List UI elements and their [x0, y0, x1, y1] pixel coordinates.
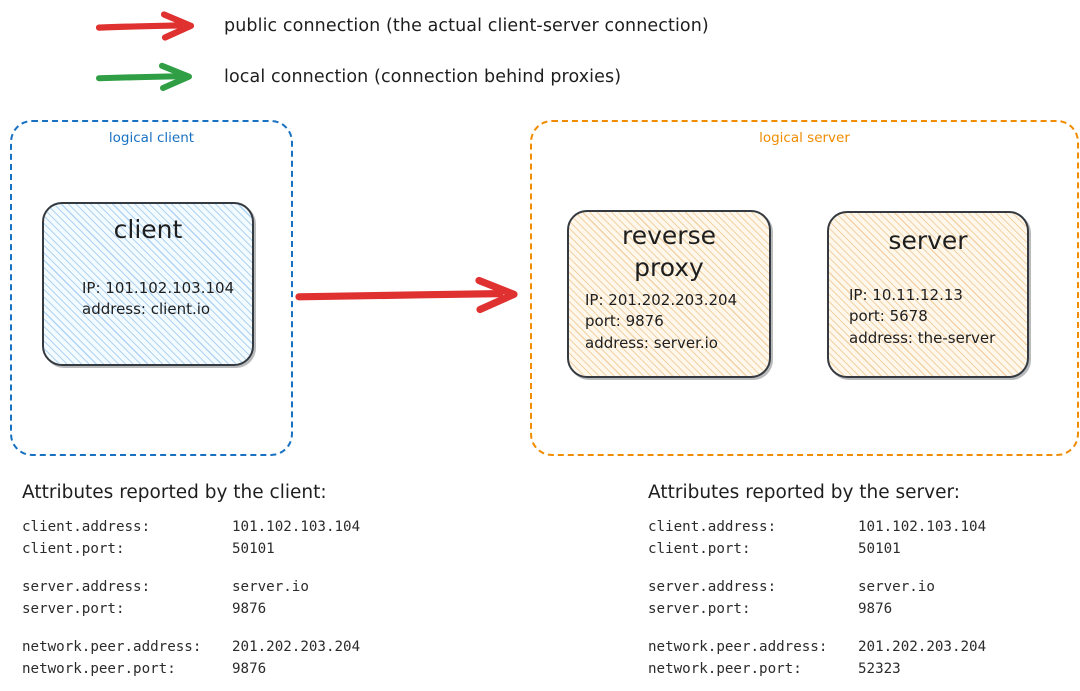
attr-value: 50101	[858, 540, 901, 557]
node-reverse-proxy-line-port: port: 9876	[585, 312, 664, 331]
attr-key: client.address:	[22, 519, 151, 535]
green-arrow-icon	[96, 62, 192, 91]
attr-key: server.port:	[22, 600, 125, 617]
attr-key: client.address:	[648, 519, 777, 535]
table-row: network.peer.port: 9876	[22, 659, 360, 681]
attributes-client-block: Attributes reported by the client: clien…	[22, 482, 360, 680]
public-connection-arrow-icon	[295, 276, 518, 314]
attr-value: 52323	[858, 660, 901, 677]
attr-key: network.peer.port:	[648, 660, 802, 677]
table-row: client.port: 50101	[648, 539, 986, 561]
attr-value: 50101	[232, 540, 275, 557]
node-client[interactable]: client IP: 101.102.103.104 address: clie…	[42, 202, 254, 366]
attr-value: 9876	[232, 600, 267, 617]
table-row-spacer	[648, 560, 986, 577]
node-reverse-proxy-details: IP: 201.202.203.204 port: 9876 address: …	[569, 290, 769, 354]
attr-value: server.io	[858, 579, 935, 596]
node-server-line-ip: IP: 10.11.12.13	[849, 286, 963, 304]
legend-item-local-connection: local connection (connection behind prox…	[96, 60, 621, 94]
node-server-line-port: port: 5678	[849, 307, 928, 326]
table-row: network.peer.address: 201.202.203.204	[22, 637, 360, 659]
logical-client-group-label: logical client	[108, 130, 195, 146]
logical-server-group: logical server	[530, 120, 1079, 456]
table-row: server.port: 9876	[648, 599, 986, 621]
attr-value: 201.202.203.204	[232, 639, 361, 656]
node-reverse-proxy-title: reverse proxy	[622, 221, 716, 282]
attr-value: 101.102.103.104	[858, 519, 987, 535]
table-row: network.peer.address: 201.202.203.204	[648, 637, 986, 659]
attr-key: server.address:	[648, 579, 777, 596]
table-row: client.address: 101.102.103.104	[648, 517, 986, 539]
node-reverse-proxy[interactable]: reverse proxy IP: 201.202.203.204 port: …	[567, 210, 771, 378]
attributes-server-heading: Attributes reported by the server:	[648, 482, 960, 503]
attr-value: 101.102.103.104	[232, 519, 361, 535]
attributes-client-heading: Attributes reported by the client:	[22, 482, 327, 503]
table-row: client.port: 50101	[22, 539, 360, 561]
attr-key: server.address:	[22, 579, 151, 596]
table-row: client.address: 101.102.103.104	[22, 517, 360, 539]
table-row-spacer	[648, 620, 986, 637]
table-row-spacer	[22, 620, 360, 637]
node-client-line-ip: IP: 101.102.103.104	[82, 279, 235, 297]
attr-value: 9876	[858, 600, 893, 617]
node-client-details: IP: 101.102.103.104 address: client.io	[44, 278, 252, 321]
table-row: server.port: 9876	[22, 599, 360, 621]
attributes-client-table: client.address: 101.102.103.104 client.p…	[22, 517, 360, 680]
attr-key: network.peer.port:	[22, 660, 176, 677]
legend-item-public-connection: public connection (the actual client-ser…	[96, 9, 709, 43]
attr-key: network.peer.address:	[22, 639, 202, 656]
attr-key: client.port:	[648, 540, 751, 557]
table-row: network.peer.port: 52323	[648, 659, 986, 681]
attr-value: server.io	[232, 579, 309, 596]
node-reverse-proxy-line-ip: IP: 201.202.203.204	[585, 291, 738, 309]
node-server-title: server	[888, 226, 968, 255]
table-row-spacer	[22, 560, 360, 577]
node-server-details: IP: 10.11.12.13 port: 5678 address: the-…	[829, 285, 1027, 349]
red-arrow-icon	[96, 11, 195, 41]
logical-client-group: logical client	[10, 120, 293, 456]
attributes-server-block: Attributes reported by the server: clien…	[648, 482, 986, 680]
attr-key: client.port:	[22, 540, 125, 557]
legend-label-local-connection: local connection (connection behind prox…	[224, 67, 622, 87]
node-client-line-address: address: client.io	[82, 300, 211, 319]
attr-key: server.port:	[648, 600, 751, 617]
attr-value: 9876	[232, 660, 267, 677]
node-client-title: client	[113, 215, 183, 244]
attr-value: 201.202.203.204	[858, 639, 987, 656]
table-row: server.address: server.io	[648, 577, 986, 599]
node-server[interactable]: server IP: 10.11.12.13 port: 5678 addres…	[827, 211, 1029, 378]
table-row: server.address: server.io	[22, 577, 360, 599]
node-reverse-proxy-line-address: address: server.io	[585, 333, 718, 352]
attr-key: network.peer.address:	[648, 639, 828, 656]
legend-label-public-connection: public connection (the actual client-ser…	[224, 16, 709, 36]
logical-server-group-label: logical server	[759, 130, 850, 146]
attributes-server-table: client.address: 101.102.103.104 client.p…	[648, 517, 986, 680]
node-server-line-address: address: the-server	[849, 328, 996, 347]
